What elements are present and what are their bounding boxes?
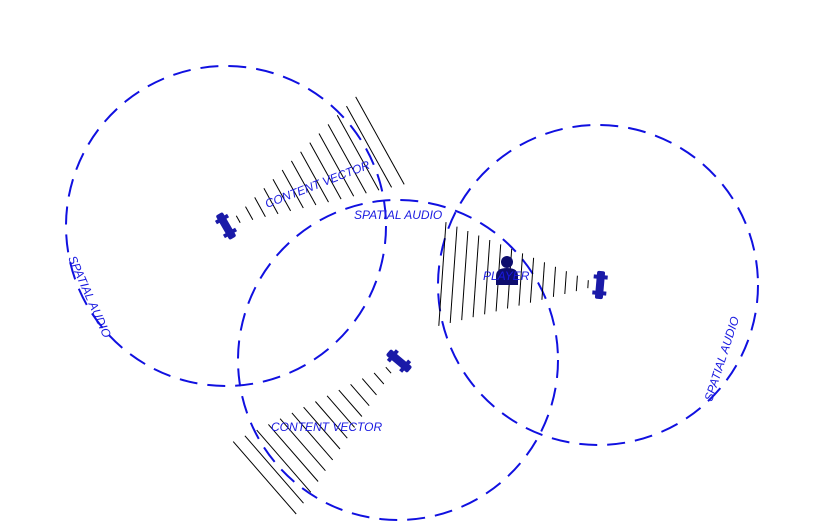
hatch-line bbox=[326, 395, 355, 428]
hatch-line bbox=[232, 441, 297, 515]
hatch-line bbox=[552, 266, 556, 297]
hatch-line bbox=[361, 378, 377, 396]
hatch-line bbox=[373, 372, 385, 385]
hatch-line bbox=[346, 105, 393, 188]
speaker-icon bbox=[592, 270, 608, 300]
hatch-line bbox=[303, 406, 341, 450]
hatch-line bbox=[385, 366, 392, 374]
hatch-line bbox=[529, 257, 535, 303]
hatch-line bbox=[461, 230, 469, 321]
person-icon bbox=[496, 256, 518, 285]
hatch-line bbox=[484, 239, 491, 315]
player-label: PLAYER bbox=[483, 269, 530, 283]
hatch-line bbox=[438, 222, 447, 326]
hatch-line bbox=[472, 235, 480, 318]
hatch-line bbox=[338, 389, 363, 417]
hatch-line bbox=[541, 262, 545, 300]
spatial-audio-ring-left bbox=[65, 65, 387, 387]
spatial-audio-ring-right bbox=[437, 124, 759, 446]
hatch-line bbox=[327, 124, 367, 194]
hatch-line bbox=[449, 226, 458, 324]
hatch-line bbox=[575, 275, 578, 292]
hatch-line bbox=[290, 160, 317, 206]
spatial-audio-label-left: SPATIAL AUDIO bbox=[65, 254, 114, 340]
content-vector-cone-right bbox=[438, 222, 589, 326]
content-vector-cone-bottom bbox=[232, 366, 392, 515]
content-vector-cone-top bbox=[235, 96, 405, 223]
hatch-line bbox=[300, 151, 329, 203]
hatch-line bbox=[268, 424, 319, 482]
hatch-line bbox=[279, 418, 326, 472]
hatch-line bbox=[355, 96, 405, 185]
spatial-audio-label-center: SPATIAL AUDIO bbox=[354, 208, 442, 222]
speaker-icon bbox=[386, 349, 412, 373]
hatch-line bbox=[256, 429, 312, 493]
spatial-audio-ring-center bbox=[237, 199, 559, 521]
hatch-line bbox=[336, 114, 380, 191]
hatch-line bbox=[587, 280, 589, 289]
hatch-line bbox=[244, 435, 304, 504]
hatch-line bbox=[281, 169, 304, 209]
hatch-line bbox=[309, 142, 342, 200]
speaker-icon bbox=[214, 212, 238, 240]
hatch-line bbox=[272, 178, 292, 212]
hatch-line bbox=[564, 271, 567, 295]
hatch-line bbox=[263, 188, 279, 215]
content-vector-label-bottom: CONTENT VECTOR bbox=[271, 420, 382, 434]
hatch-line bbox=[291, 412, 334, 461]
hatch-line bbox=[518, 253, 524, 306]
hatch-line bbox=[245, 206, 254, 221]
hatch-line bbox=[254, 197, 266, 218]
hatch-line bbox=[315, 401, 348, 439]
content-vector-label-top: CONTENT VECTOR bbox=[263, 158, 372, 211]
hatch-line bbox=[318, 133, 355, 197]
hatch-line bbox=[350, 383, 370, 407]
hatch-line bbox=[235, 215, 241, 223]
spatial-audio-label-right: SPATIAL AUDIO bbox=[702, 315, 743, 403]
